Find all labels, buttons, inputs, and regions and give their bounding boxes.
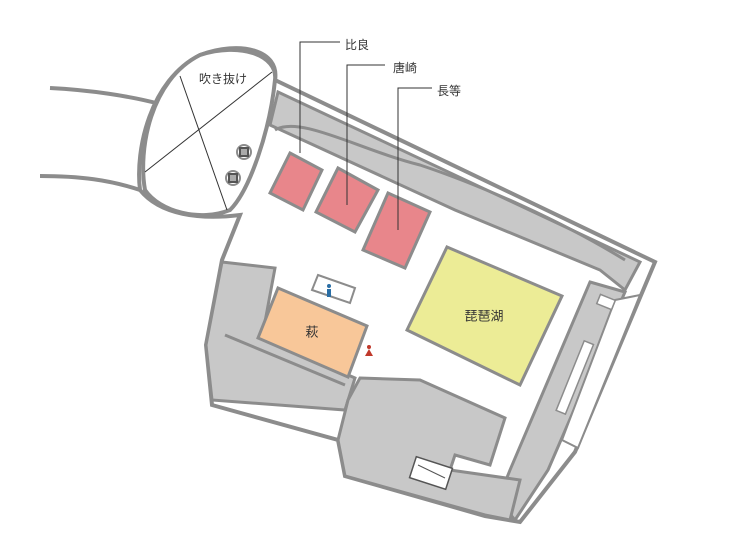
label-atrium: 吹き抜け xyxy=(199,72,248,86)
label-hira: 比良 xyxy=(345,38,370,52)
atrium xyxy=(141,47,278,218)
room-hira xyxy=(267,150,324,213)
label-hagi: 萩 xyxy=(305,325,319,341)
label-nagara: 長等 xyxy=(437,84,462,98)
female-restroom-icon xyxy=(365,345,373,356)
male-restroom-icon xyxy=(327,284,331,297)
walkway xyxy=(39,174,141,192)
label-karasaki: 唐崎 xyxy=(393,61,418,75)
north-corridor xyxy=(268,89,643,293)
room-nagara xyxy=(361,191,432,270)
label-biwako: 琵琶湖 xyxy=(464,309,504,325)
room-hagi xyxy=(256,286,369,380)
stairs-icon xyxy=(408,455,454,491)
room-biwako xyxy=(405,245,565,388)
service-area xyxy=(336,376,522,522)
walkway xyxy=(49,86,161,106)
elevator-icon xyxy=(225,144,252,186)
